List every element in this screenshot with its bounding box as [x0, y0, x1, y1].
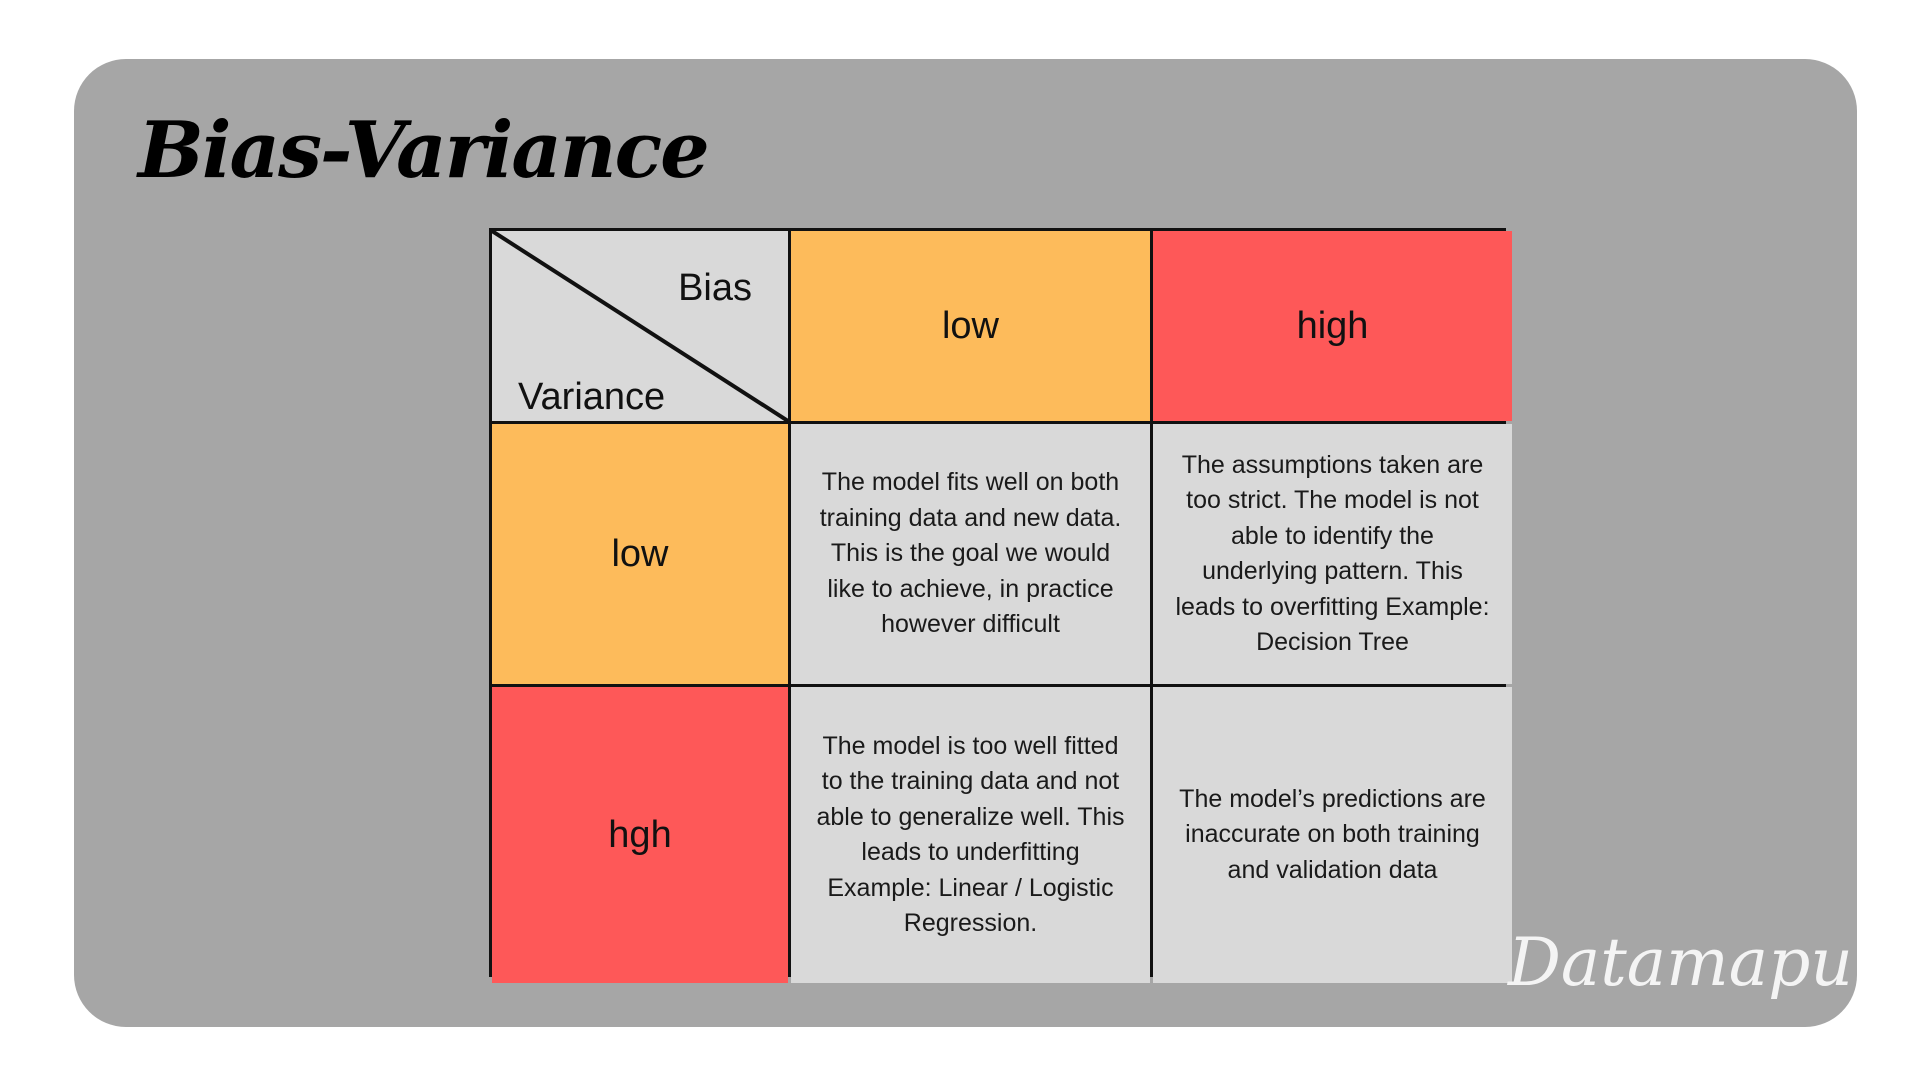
bias-variance-table: Bias Variance low high low The model fit…: [489, 228, 1512, 983]
variance-axis-label: Variance: [518, 376, 666, 418]
row-header-high-variance: hgh: [492, 687, 788, 983]
row-header-label: low: [611, 532, 669, 575]
row-header-label: hgh: [608, 813, 672, 856]
watermark-logo: Datamapu: [1508, 924, 1853, 1001]
cell-low-bias-high-variance: The model is too well fitted to the trai…: [791, 687, 1150, 983]
cell-high-bias-high-variance: The model’s predictions are inaccurate o…: [1153, 687, 1512, 983]
cell-low-bias-low-variance: The model fits well on both training dat…: [791, 424, 1150, 684]
cell-description: The assumptions taken are too strict. Th…: [1175, 450, 1490, 657]
cell-high-bias-low-variance: The assumptions taken are too strict. Th…: [1153, 424, 1512, 684]
cell-description: The model’s predictions are inaccurate o…: [1179, 784, 1486, 884]
diagonal-divider: [492, 231, 788, 421]
cell-description: The model fits well on both training dat…: [819, 468, 1122, 639]
bias-axis-label: Bias: [678, 267, 752, 309]
column-header-label: low: [941, 304, 1000, 347]
column-header-high-bias: high: [1153, 231, 1512, 421]
column-header-label: high: [1296, 304, 1369, 347]
page-title: Bias-Variance: [138, 105, 710, 196]
cell-description: The model is too well fitted to the trai…: [816, 731, 1125, 938]
column-header-low-bias: low: [791, 231, 1150, 421]
row-header-low-variance: low: [492, 424, 788, 684]
corner-header-cell: Bias Variance: [492, 231, 788, 421]
